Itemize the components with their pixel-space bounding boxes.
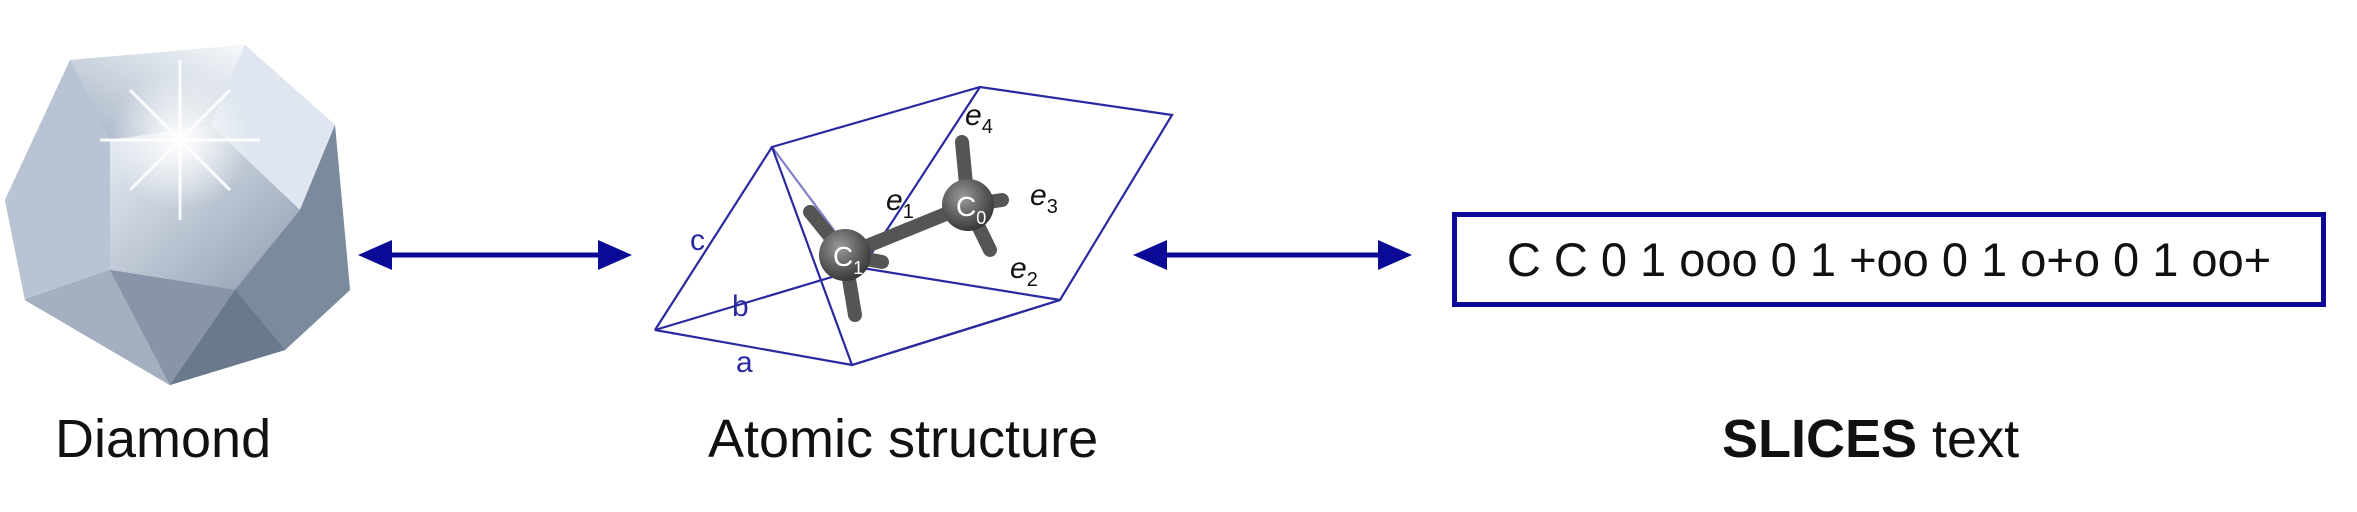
lattice-label-a: a <box>736 346 753 379</box>
caption-slices-text: SLICES text <box>1722 408 2019 470</box>
atom-c1 <box>819 229 871 281</box>
caption-slices-bold: SLICES <box>1722 409 1918 469</box>
caption-diamond: Diamond <box>55 409 272 469</box>
edge-label-e1: e1 <box>886 184 914 223</box>
atom-label-c0: C0 <box>956 191 986 228</box>
double-arrow-icon <box>358 240 632 270</box>
edge-label-e2: e2 <box>1010 252 1038 291</box>
atom-label-c1: C1 <box>833 241 863 278</box>
double-arrow-icon <box>1133 240 1412 270</box>
lattice-label-b: b <box>732 290 749 323</box>
lattice-label-c: c <box>690 224 705 257</box>
edge-label-e3: e3 <box>1030 179 1058 218</box>
atom-c0 <box>942 179 994 231</box>
diamond-gem-icon <box>5 45 350 385</box>
caption-slices-rest: text <box>1917 409 2020 469</box>
slices-string-box: C C 0 1 ooo 0 1 +oo 0 1 o+o 0 1 oo+ <box>1452 212 2326 307</box>
caption-atomic-structure: Atomic structure <box>708 409 1099 469</box>
edge-label-e4: e4 <box>965 99 993 138</box>
slices-string: C C 0 1 ooo 0 1 +oo 0 1 o+o 0 1 oo+ <box>1506 233 2272 286</box>
